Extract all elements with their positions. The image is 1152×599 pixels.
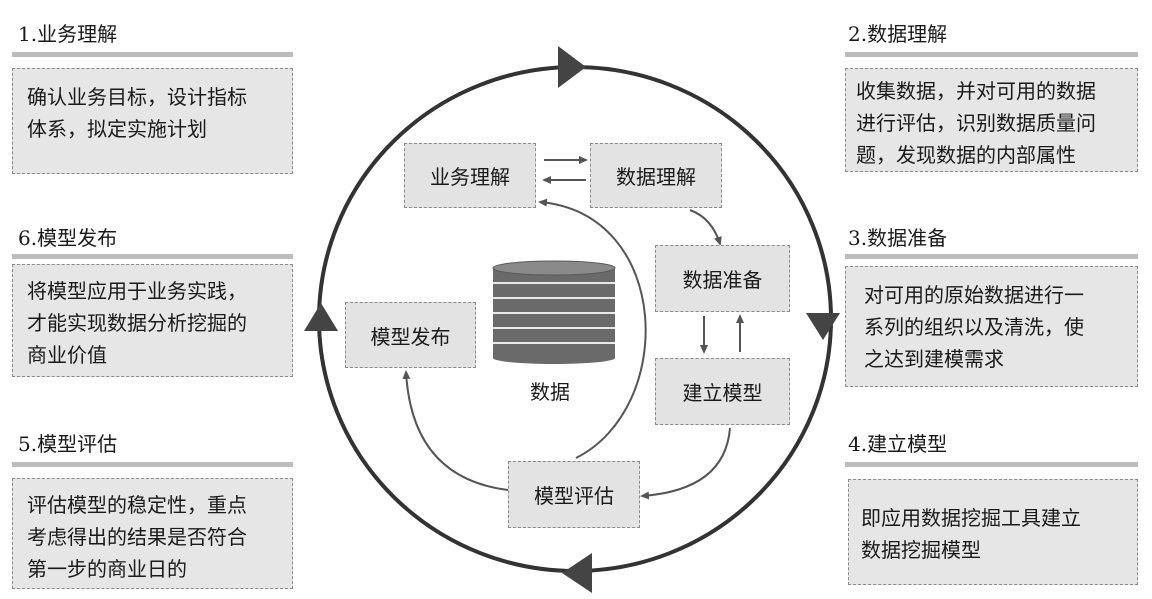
ring-arrow-left bbox=[304, 303, 338, 331]
phase-5-description: 评估模型的稳定性，重点 考虑得出的结果是否符合 第一步的商业日的 bbox=[12, 478, 293, 589]
node-data-understanding: 数据理解 bbox=[590, 143, 722, 208]
arrow-modeling-to-evaluation bbox=[640, 427, 731, 500]
phase-2-description: 收集数据，并对可用的数据 进行评估，识别数据质量问 题，发现数据的内部属性 bbox=[845, 68, 1138, 172]
description-line: 第一步的商业日的 bbox=[27, 557, 187, 581]
ring-arrow-right bbox=[806, 313, 840, 340]
description-line: 考虑得出的结果是否符合 bbox=[27, 525, 247, 549]
description-line: 收集数据，并对可用的数据 bbox=[856, 79, 1096, 103]
phase-5-title: 5.模型评估 bbox=[18, 432, 118, 456]
phase-5-rule bbox=[12, 462, 293, 467]
node-data-preparation-label: 数据准备 bbox=[682, 268, 763, 292]
phase-3-rule bbox=[845, 254, 1138, 259]
node-modeling: 建立模型 bbox=[655, 358, 790, 425]
phase-6-rule bbox=[12, 254, 293, 259]
phase-1-description: 确认业务目标，设计指标 体系，拟定实施计划 bbox=[12, 68, 293, 174]
database-label: 数据 bbox=[530, 380, 570, 404]
node-data-preparation: 数据准备 bbox=[655, 245, 790, 312]
phase-6-description: 将模型应用于业务实践， 才能实现数据分析挖掘的 商业价值 bbox=[12, 264, 293, 377]
description-line: 评估模型的稳定性，重点 bbox=[27, 493, 247, 517]
ring-arrow-bottom bbox=[562, 553, 592, 593]
ring-arrow-top bbox=[558, 46, 586, 88]
phase-2-title: 2.数据理解 bbox=[848, 22, 948, 46]
phase-6-title: 6.模型发布 bbox=[18, 226, 118, 250]
phase-3-title: 3.数据准备 bbox=[848, 226, 948, 250]
description-line: 体系，拟定实施计划 bbox=[27, 117, 207, 141]
description-line: 对可用的原始数据进行一 bbox=[864, 283, 1084, 307]
node-evaluation-label: 模型评估 bbox=[534, 484, 614, 508]
arrow-evaluation-to-business bbox=[538, 198, 647, 459]
description-line: 商业价值 bbox=[27, 343, 107, 367]
phase-4-title: 4.建立模型 bbox=[848, 432, 948, 456]
description-line: 数据挖掘模型 bbox=[861, 538, 981, 562]
node-modeling-label: 建立模型 bbox=[682, 381, 763, 405]
description-line: 才能实现数据分析挖掘的 bbox=[27, 311, 247, 335]
description-line: 题，发现数据的内部属性 bbox=[856, 143, 1076, 167]
description-line: 即应用数据挖掘工具建立 bbox=[861, 506, 1081, 530]
description-line: 进行评估，识别数据质量问 bbox=[856, 111, 1096, 135]
node-business-understanding-label: 业务理解 bbox=[430, 165, 510, 189]
description-line: 确认业务目标，设计指标 bbox=[27, 85, 247, 109]
node-deployment-label: 模型发布 bbox=[370, 324, 451, 349]
phase-4-rule bbox=[845, 462, 1138, 467]
node-business-understanding: 业务理解 bbox=[404, 143, 536, 208]
node-deployment: 模型发布 bbox=[345, 302, 476, 368]
database-icon bbox=[492, 260, 616, 364]
phase-2-rule bbox=[845, 52, 1138, 57]
description-line: 之达到建模需求 bbox=[864, 347, 1004, 371]
description-line: 将模型应用于业务实践， bbox=[27, 279, 247, 303]
node-evaluation: 模型评估 bbox=[508, 461, 640, 528]
arrow-evaluation-to-deployment bbox=[402, 370, 509, 491]
arrow-data-understanding-to-preparation bbox=[689, 209, 722, 246]
phase-1-rule bbox=[12, 52, 293, 57]
phase-1-title: 1.业务理解 bbox=[18, 22, 118, 46]
node-data-understanding-label: 数据理解 bbox=[616, 165, 696, 189]
phase-3-description: 对可用的原始数据进行一 系列的组织以及清洗，使 之达到建模需求 bbox=[845, 266, 1138, 387]
description-line: 系列的组织以及清洗，使 bbox=[864, 315, 1084, 339]
phase-4-description: 即应用数据挖掘工具建立 数据挖掘模型 bbox=[848, 479, 1138, 585]
